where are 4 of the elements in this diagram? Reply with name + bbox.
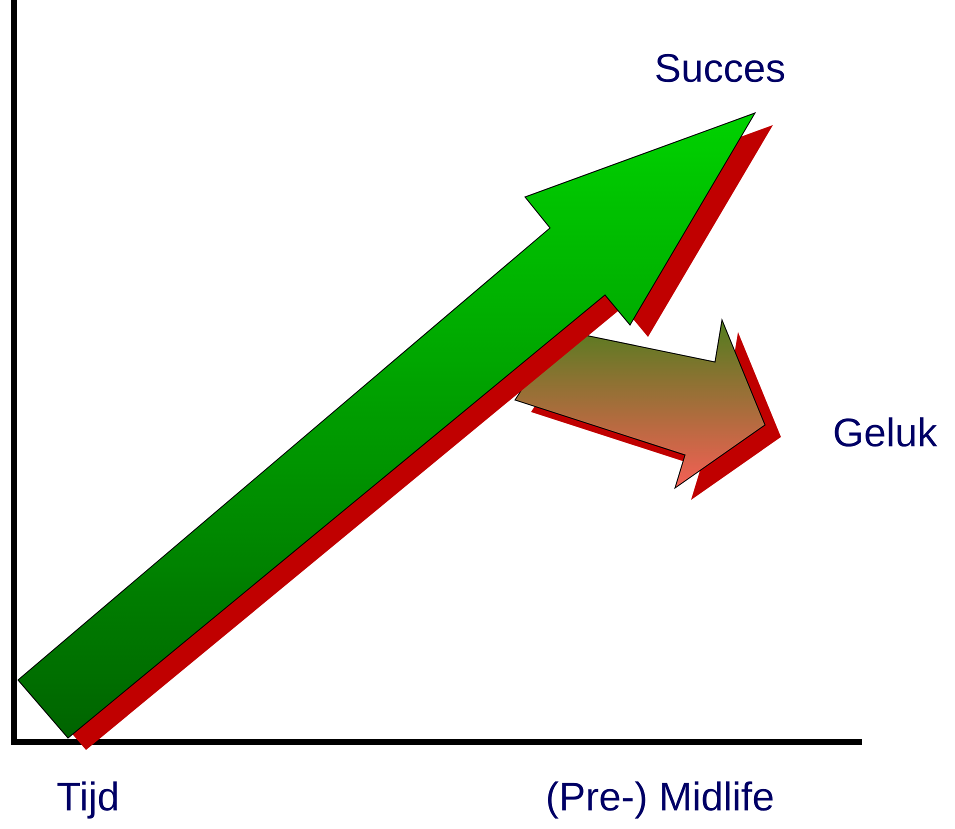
axis-label: Geluk [834,417,938,447]
axis-label: Tijd [57,781,117,819]
axis-label: Succes [656,54,784,82]
axis-label: (Pre-) Midlife [548,781,773,819]
